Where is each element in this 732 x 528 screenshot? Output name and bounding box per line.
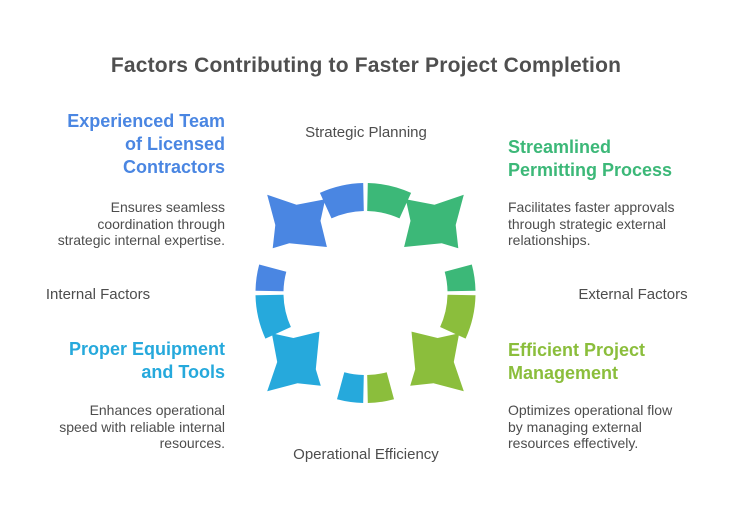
factor-description-efficient-management: Optimizes operational flow by managing e… bbox=[508, 402, 673, 451]
factor-description-experienced-team: Ensures seamless coordination through st… bbox=[57, 199, 225, 248]
segment-internal-operational-arc bbox=[337, 372, 364, 403]
cycle-label-operational-efficiency: Operational Efficiency bbox=[293, 446, 439, 463]
cycle-label-internal-factors: Internal Factors bbox=[45, 286, 151, 303]
segment-internal-operational-arc bbox=[255, 294, 291, 339]
segment-external-strategic-arc bbox=[444, 264, 476, 292]
factor-heading-streamlined-permitting: Streamlined Permitting Process bbox=[508, 137, 673, 180]
page-title: Factors Contributing to Faster Project C… bbox=[110, 54, 622, 77]
factor-heading-efficient-management: Efficient Project Management bbox=[508, 340, 646, 383]
segment-external-operational-arc bbox=[367, 372, 394, 403]
factor-description-streamlined-permitting: Facilitates faster approvals through str… bbox=[508, 199, 675, 248]
cycle-label-strategic-planning: Strategic Planning bbox=[305, 124, 427, 141]
segment-internal-operational-arrow bbox=[267, 331, 321, 392]
segment-internal-strategic-arrow bbox=[267, 194, 327, 249]
segment-external-strategic-arrow bbox=[404, 194, 464, 249]
segment-internal-strategic-arc bbox=[255, 264, 287, 292]
segment-external-strategic-arc bbox=[367, 183, 412, 219]
segment-external-operational-arc bbox=[440, 294, 476, 339]
factor-description-proper-equipment: Enhances operational speed with reliable… bbox=[59, 402, 225, 451]
segment-external-operational-arrow bbox=[410, 331, 464, 392]
segment-internal-strategic-arc bbox=[319, 183, 364, 219]
factor-heading-proper-equipment: Proper Equipment and Tools bbox=[68, 339, 225, 382]
cycle-arrows-diagram bbox=[255, 183, 476, 403]
factor-heading-experienced-team: Experienced Team of Licensed Contractors bbox=[67, 111, 225, 177]
cycle-label-external-factors: External Factors bbox=[578, 286, 688, 303]
